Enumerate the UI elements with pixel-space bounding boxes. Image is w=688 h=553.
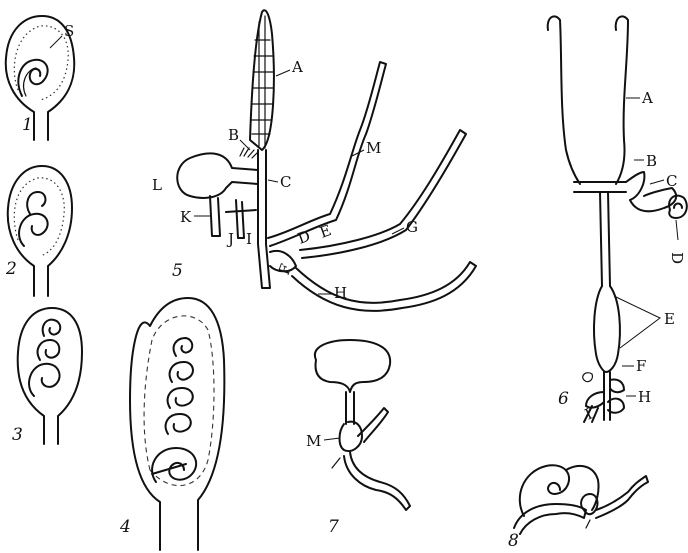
fig5-label-a: A (291, 58, 303, 76)
fig6-arm-a-left (548, 16, 580, 184)
figure-1: S 1 (6, 16, 75, 140)
fig1-embryo (18, 60, 47, 96)
fig6-label-e: E (664, 310, 675, 328)
fig7-number: 7 (328, 517, 339, 537)
fig5-label-k: K (180, 208, 192, 226)
fig1-inner-membrane (14, 26, 68, 100)
fig6-cross-bar (574, 182, 626, 192)
fig5-structure-k (210, 196, 220, 236)
fig7-label-m-leader (324, 438, 340, 440)
fig5-label-i: I (246, 230, 252, 248)
fig6-label-d: D (668, 252, 686, 264)
fig6-label-c-leader (650, 180, 664, 184)
fig6-lower-stem (604, 372, 610, 420)
fig5-label-j: J (226, 230, 234, 248)
fig5-structure-i (226, 210, 256, 212)
fig5-label-b-leader (240, 140, 250, 150)
figure-7: M 7 (306, 340, 410, 537)
fig3-embryo-middle (38, 340, 60, 360)
fig7-cap (315, 340, 390, 392)
fig5-number: 5 (172, 261, 183, 281)
fig6-label-e-leader (614, 296, 660, 348)
fig6-structure-d (669, 196, 687, 218)
fig5-label-l: L (152, 176, 162, 194)
fig5-label-h: H (334, 284, 347, 302)
fig6-label-d-leader (676, 220, 678, 240)
fig6-small-loop (583, 373, 593, 382)
fig8-number: 8 (508, 531, 519, 551)
fig5-label-b: B (228, 126, 239, 144)
fig8-body (520, 465, 569, 516)
fig1-label-s-leader (50, 36, 62, 48)
fig3-embryo-bottom (29, 364, 60, 396)
fig8-tail (596, 476, 648, 518)
fig6-structure-f (610, 379, 624, 392)
figure-6: A B C D E F H I 6 (548, 16, 687, 423)
fig6-main-stem (600, 192, 610, 286)
fig4-embryo-1 (174, 338, 193, 356)
fig5-structure-a (250, 10, 274, 150)
fig8-tip (586, 520, 590, 528)
figure-2: 2 (5, 166, 72, 296)
fig6-label-a: A (641, 89, 653, 107)
fig5-structure-j (236, 200, 244, 238)
fig2-embryo-lower (19, 214, 48, 246)
fig7-stalk (346, 392, 354, 424)
fig5-label-c-leader (268, 180, 278, 182)
fig5-label-f: F (275, 261, 295, 277)
fig5-label-a-leader (276, 70, 290, 76)
figure-3: 3 (12, 308, 82, 445)
fig6-arm-a-right (616, 16, 628, 184)
fig6-label-h: H (638, 388, 651, 406)
fig8-hook (566, 466, 599, 510)
fig1-number: 1 (22, 115, 33, 135)
fig6-number: 6 (558, 389, 569, 409)
fig5-branch-h (292, 262, 476, 311)
figure-5: A B C L K J I M G H D E F 5 (152, 10, 476, 311)
fig7-label-m: M (306, 432, 321, 450)
fig3-number: 3 (12, 425, 23, 445)
fig7-hair (332, 458, 340, 468)
fig4-embryo-3 (168, 388, 193, 408)
fig7-branch-down (344, 452, 410, 510)
fig5-label-e: E (317, 221, 333, 242)
fig5-main-stem (258, 150, 270, 288)
fig2-capsule (8, 166, 72, 296)
fig5-label-g: G (406, 218, 418, 236)
fig8-lower-arm (514, 504, 586, 534)
fig6-label-f: F (636, 357, 646, 375)
fig6-label-b: B (646, 152, 657, 170)
fig5-label-m: M (366, 139, 381, 157)
fig5-structure-l (177, 153, 258, 198)
fig3-embryo-top (43, 320, 61, 336)
fig6-structure-e (594, 286, 620, 372)
figure-8: 8 (508, 465, 648, 551)
fig5-label-c: C (280, 173, 291, 191)
figure-4: 4 (119, 298, 224, 550)
fig2-number: 2 (5, 259, 17, 279)
fig6-structure-b (626, 172, 644, 200)
fig4-number: 4 (119, 517, 131, 537)
fig4-embryo-5 (152, 448, 196, 482)
fig4-embryo-4 (166, 414, 191, 434)
fig1-label-s: S (64, 22, 74, 40)
fig2-embryo-upper (27, 192, 45, 214)
fig6-label-c: C (666, 172, 677, 190)
fig4-embryo-2 (170, 362, 193, 382)
